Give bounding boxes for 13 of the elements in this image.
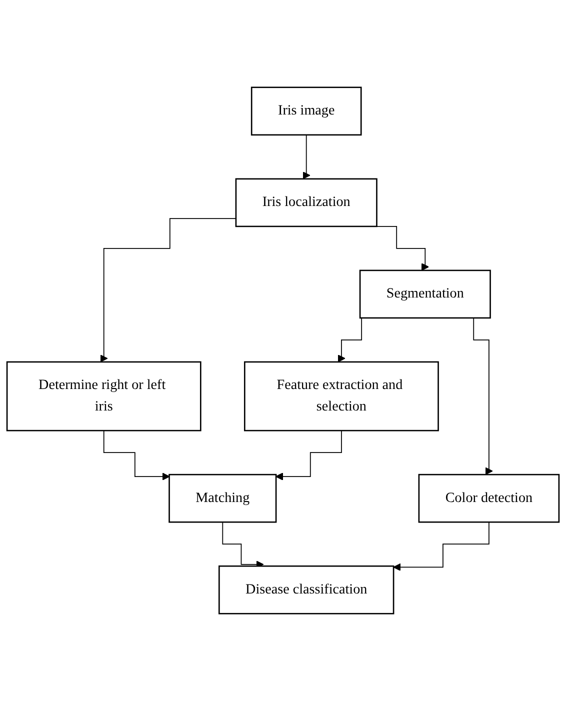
node-box: Disease classification bbox=[218, 565, 394, 614]
node-box: Iris localization bbox=[235, 178, 378, 228]
arrow bbox=[393, 522, 490, 572]
arrow bbox=[100, 218, 236, 362]
node-box: Iris image bbox=[250, 86, 362, 136]
node-box: Matching bbox=[168, 474, 277, 523]
arrow bbox=[275, 430, 342, 480]
node-box: Determine right or left iris bbox=[6, 361, 202, 432]
arrow bbox=[302, 134, 310, 180]
node-box: Segmentation bbox=[359, 270, 491, 319]
node-box: Color detection bbox=[418, 474, 560, 523]
arrow bbox=[103, 430, 170, 480]
node-box: Feature extraction and selection bbox=[244, 361, 439, 432]
